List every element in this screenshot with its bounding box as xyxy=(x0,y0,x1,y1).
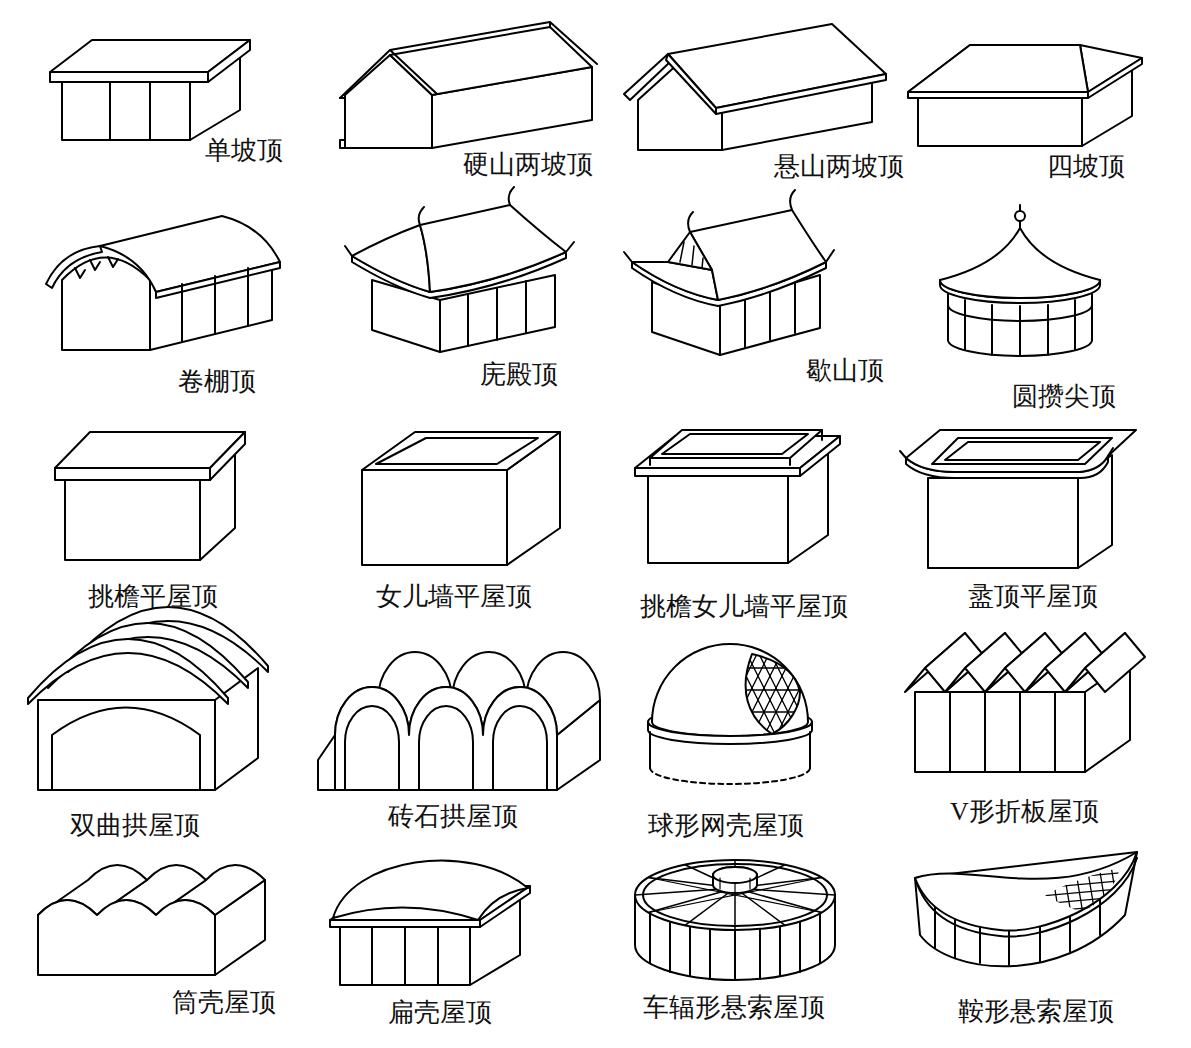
roof-type-label: 挑檐平屋顶 xyxy=(88,582,218,612)
masonry-arch-figure xyxy=(318,652,600,790)
spherical-lattice-figure xyxy=(648,640,860,784)
double-curved-arch-figure xyxy=(28,607,268,790)
saddle-cable-figure xyxy=(915,852,1137,966)
roof-type-label: 双曲拱屋顶 xyxy=(70,811,200,841)
roof-type-label: 盝顶平屋顶 xyxy=(968,582,1098,612)
eave-flat-roof-figure xyxy=(55,432,245,560)
overhang-gable-figure xyxy=(624,24,886,150)
roof-type-label: 歇山顶 xyxy=(806,356,884,386)
shed-roof-figure xyxy=(50,40,250,140)
roof-type-label: 庑殿顶 xyxy=(480,360,558,390)
roof-type-label: 圆攒尖顶 xyxy=(1012,382,1116,412)
parapet-flat-roof-figure xyxy=(362,432,560,565)
roof-type-label: 筒壳屋顶 xyxy=(172,988,276,1018)
lu-top-roof-figure xyxy=(900,430,1136,568)
roof-type-label: 挑檐女儿墙平屋顶 xyxy=(640,592,848,622)
hip-roof-figure xyxy=(908,45,1142,146)
roof-type-label: V形折板屋顶 xyxy=(950,797,1099,827)
roof-type-label: 鞍形悬索屋顶 xyxy=(958,997,1114,1027)
roof-type-label: 悬山两坡顶 xyxy=(774,152,904,182)
hard-gable-figure xyxy=(340,22,597,148)
rolled-ridge-figure xyxy=(46,216,280,350)
barrel-shell-figure xyxy=(38,865,265,975)
roof-type-label: 四坡顶 xyxy=(1047,152,1125,182)
roof-type-label: 车辐形悬索屋顶 xyxy=(643,993,825,1023)
eave-parapet-roof-figure xyxy=(635,430,840,563)
roof-type-label: 卷棚顶 xyxy=(178,367,256,397)
roof-type-label: 砖石拱屋顶 xyxy=(388,802,518,832)
xieshan-roof-figure xyxy=(624,190,834,355)
flat-shell-figure xyxy=(330,861,530,985)
spoke-cable-figure xyxy=(635,860,835,980)
roof-type-label: 扁壳屋顶 xyxy=(388,998,492,1028)
roof-type-label: 女儿墙平屋顶 xyxy=(376,582,532,612)
roof-type-label: 单坡顶 xyxy=(205,136,283,166)
folded-plate-figure xyxy=(905,633,1145,772)
roof-type-label: 球形网壳屋顶 xyxy=(648,811,804,841)
roof-type-label: 硬山两坡顶 xyxy=(463,150,593,180)
wudian-roof-figure xyxy=(345,187,574,352)
round-pyramidal-figure xyxy=(940,205,1100,356)
